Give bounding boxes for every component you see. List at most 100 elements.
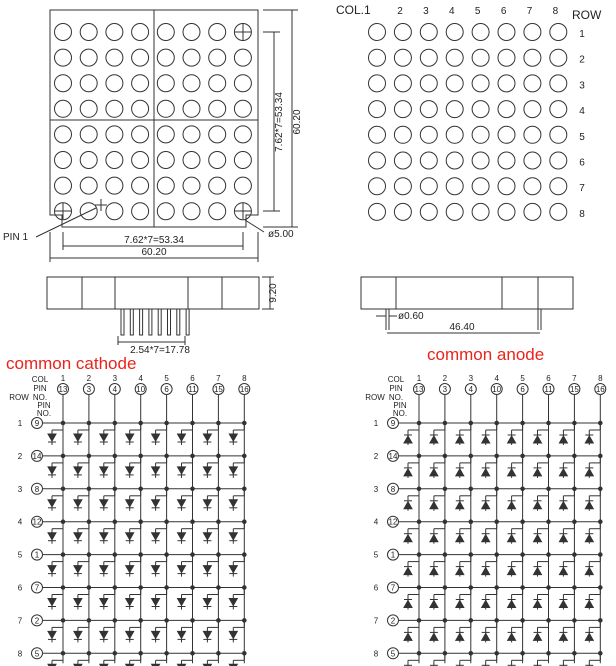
front-led-circle: [79, 125, 98, 144]
grid-led-circle: [368, 100, 386, 119]
column-number: 8: [598, 374, 603, 383]
row-pin-circle: [387, 647, 399, 660]
row-number: 5: [18, 551, 23, 560]
led-diode: [506, 533, 517, 543]
row-pin-circle: [31, 482, 43, 495]
front-led-circle: [208, 176, 227, 195]
grid-row-number: 6: [579, 158, 585, 169]
front-led-circle: [131, 23, 150, 41]
led-diode: [47, 598, 57, 607]
grid-led-circle: [419, 48, 438, 67]
front-led-circle: [156, 48, 175, 67]
column-pin-circle: [594, 383, 607, 395]
led-diode: [73, 630, 83, 640]
front-led-circle: [105, 74, 124, 93]
grid-led-circle: [549, 125, 568, 144]
led-diode: [506, 434, 517, 444]
side-pin-leads: [120, 308, 190, 336]
grid-led-circles: [368, 23, 568, 221]
led-diode: [403, 500, 413, 510]
grid-led-circle: [523, 125, 542, 144]
column-number: 2: [443, 374, 448, 383]
led-diode: [429, 434, 439, 444]
column-pin-number: 4: [469, 385, 474, 394]
front-led-circle: [105, 48, 124, 67]
front-led-circle: [54, 23, 72, 41]
pin-lead: [176, 308, 181, 336]
led-diode: [584, 434, 595, 444]
grid-led-circle: [445, 74, 464, 93]
front-led-circle: [54, 74, 72, 93]
led-diode: [98, 630, 109, 640]
led-diode: [532, 533, 543, 543]
row-pin-circle: [31, 449, 43, 462]
row-number: 3: [18, 485, 23, 494]
front-led-circle: [233, 202, 252, 221]
led-diode: [176, 466, 187, 475]
grid-led-circle: [368, 177, 386, 196]
front-led-circle: [208, 125, 227, 144]
pin-diameter-label: ø0.60: [398, 311, 424, 322]
row-number: 7: [18, 616, 23, 625]
led-diode: [150, 532, 161, 541]
grid-led-circle: [368, 23, 386, 41]
grid-led-circle: [497, 177, 516, 196]
grid-led-circle: [393, 74, 412, 93]
led-diode: [454, 599, 465, 608]
row-no-header-label: NO.: [393, 409, 407, 418]
led-diode: [506, 632, 517, 641]
grid-row-number: 2: [579, 55, 585, 66]
led-diode: [480, 467, 491, 477]
led-diode: [403, 533, 413, 543]
front-led-circle: [105, 125, 124, 144]
front-led-circle: [79, 23, 98, 41]
row-pin-number: 5: [35, 649, 40, 658]
grid-row-number: 8: [579, 209, 585, 220]
front-led-circle: [233, 99, 252, 118]
grid-led-circle: [393, 100, 412, 119]
grid-led-circle: [549, 74, 568, 93]
led-diode: [47, 630, 57, 640]
column-pin-circle: [82, 383, 95, 395]
led-diode: [124, 565, 135, 574]
front-led-circle: [233, 125, 252, 144]
row-pin-header-label: PIN: [393, 401, 407, 410]
led-diode: [454, 566, 465, 576]
led-diode: [584, 632, 595, 641]
column-number: 5: [164, 374, 169, 383]
column-pin-number: 15: [214, 385, 223, 394]
pin-lead: [148, 308, 153, 336]
front-led-circle: [208, 202, 227, 221]
grid-led-circle: [393, 177, 412, 196]
column-pin-number: 15: [570, 385, 579, 394]
led-diode: [47, 532, 57, 541]
led-diode: [176, 499, 187, 508]
led-diode: [454, 467, 465, 477]
front-led-circle: [131, 202, 150, 221]
grid-led-circle: [419, 202, 438, 221]
column-number: 6: [190, 374, 195, 383]
led-diode: [480, 599, 491, 608]
led-diode: [124, 532, 135, 541]
front-led-circle: [54, 151, 72, 169]
led-diode: [584, 599, 595, 608]
front-corner-marks: [55, 24, 251, 219]
pin-lead: [120, 308, 125, 336]
column-pin-circle: [490, 383, 503, 395]
col-header-label: COL: [32, 375, 49, 384]
led-diode: [480, 434, 491, 444]
led-diode: [532, 500, 543, 510]
column-pin-circle: [438, 383, 451, 395]
pin-lead: [167, 308, 171, 336]
row-pin-number: 12: [33, 518, 42, 527]
column-number: 2: [87, 374, 92, 383]
row-number: 1: [18, 419, 23, 428]
led-diode: [73, 565, 83, 574]
row-pin-number: 14: [33, 452, 42, 461]
column-pin-circle: [542, 383, 555, 395]
column-pin-number: 11: [544, 385, 553, 394]
column-pin-number: 10: [136, 385, 145, 394]
grid-led-circle: [445, 202, 464, 221]
pin-lead: [129, 308, 134, 336]
grid-led-circle: [445, 23, 464, 41]
